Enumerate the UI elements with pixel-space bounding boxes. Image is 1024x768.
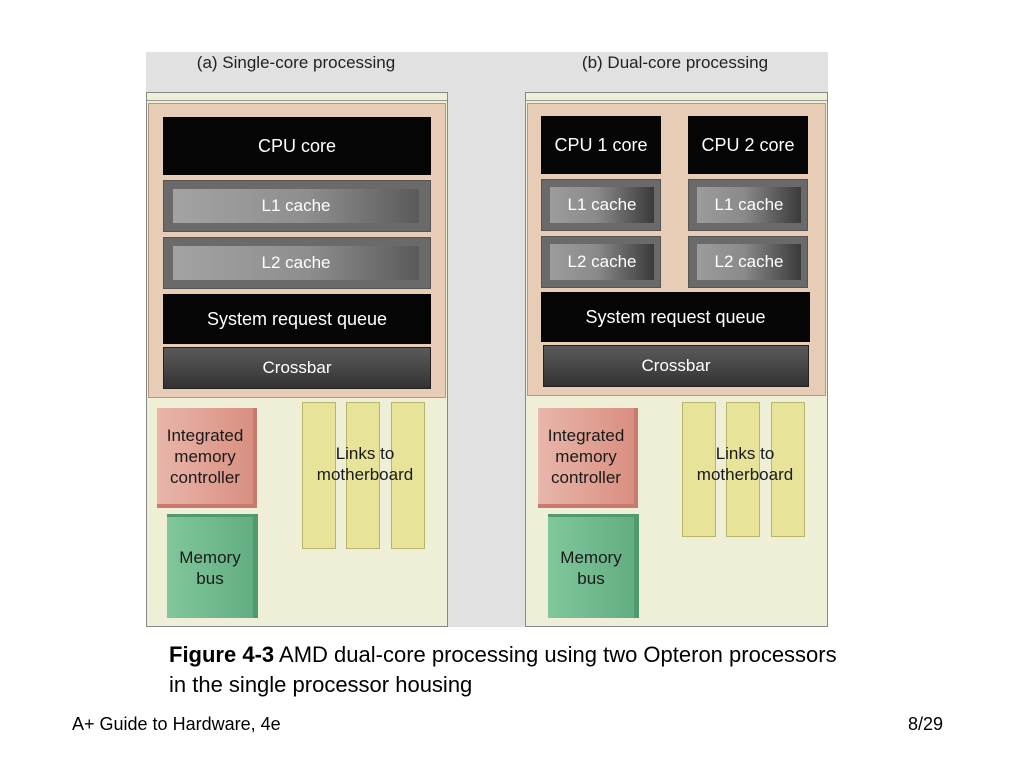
dual-cpu1-l1-cache: L1 cache [550, 187, 654, 223]
dual-links-line2: motherboard [696, 465, 794, 484]
dual-links-line1: Links to [715, 444, 775, 463]
single-link-bar-3 [391, 402, 425, 549]
dual-imc-line3: controller [551, 467, 621, 487]
footer-page-number: 8/29 [908, 714, 944, 734]
dual-membus-line1: Memory [560, 547, 622, 567]
dual-link-bar-3 [771, 402, 805, 537]
dual-cpu2-l1-cache: L1 cache [697, 187, 801, 223]
single-crossbar: Crossbar [163, 347, 431, 389]
footer-book-title: A+ Guide to Hardware, 4e [72, 714, 281, 734]
dual-system-request-queue: System request queue [541, 292, 810, 342]
dual-cpu1-l2-cache: L2 cache [550, 244, 654, 280]
single-links-line1: Links to [335, 444, 395, 463]
dual-cpu2-l2-cache: L2 cache [697, 244, 801, 280]
dual-imc-line1: Integrated [547, 425, 625, 445]
dual-memory-bus: Memory bus [548, 514, 639, 618]
single-imc-line1: Integrated [166, 425, 244, 445]
single-l1-cache-block: L1 cache [173, 189, 419, 223]
single-l2-cache-block: L2 cache [173, 246, 419, 280]
dual-link-bar-2 [726, 402, 760, 537]
dual-core-chip-top [526, 93, 827, 101]
dual-link-bar-1 [682, 402, 716, 537]
single-link-bar-1 [302, 402, 336, 549]
dual-crossbar: Crossbar [543, 345, 809, 387]
single-integrated-memory-controller: Integrated memory controller [157, 408, 257, 508]
dual-core-title: (b) Dual-core processing [581, 53, 769, 72]
single-core-chip-top [147, 93, 447, 101]
single-system-request-queue: System request queue [163, 294, 431, 344]
single-link-bar-2 [346, 402, 380, 549]
single-imc-line3: controller [170, 467, 240, 487]
dual-integrated-memory-controller: Integrated memory controller [538, 408, 638, 508]
dual-links-label: Links to motherboard [680, 443, 810, 485]
figure-caption-text: AMD dual-core processing using two Opter… [169, 642, 837, 697]
single-membus-line2: bus [196, 568, 224, 588]
single-imc-line2: memory [174, 446, 236, 466]
single-memory-bus: Memory bus [167, 514, 258, 618]
figure-caption: Figure 4-3 AMD dual-core processing usin… [169, 640, 849, 700]
dual-cpu1-core-block: CPU 1 core [541, 116, 661, 174]
single-links-label: Links to motherboard [300, 443, 430, 485]
dual-imc-line2: memory [555, 446, 617, 466]
single-cpu-core-block: CPU core [163, 117, 431, 175]
single-membus-line1: Memory [179, 547, 241, 567]
figure-caption-label: Figure 4-3 [169, 642, 275, 667]
single-links-line2: motherboard [316, 465, 414, 484]
dual-cpu2-core-block: CPU 2 core [688, 116, 808, 174]
dual-membus-line2: bus [577, 568, 605, 588]
single-core-title: (a) Single-core processing [196, 53, 396, 72]
